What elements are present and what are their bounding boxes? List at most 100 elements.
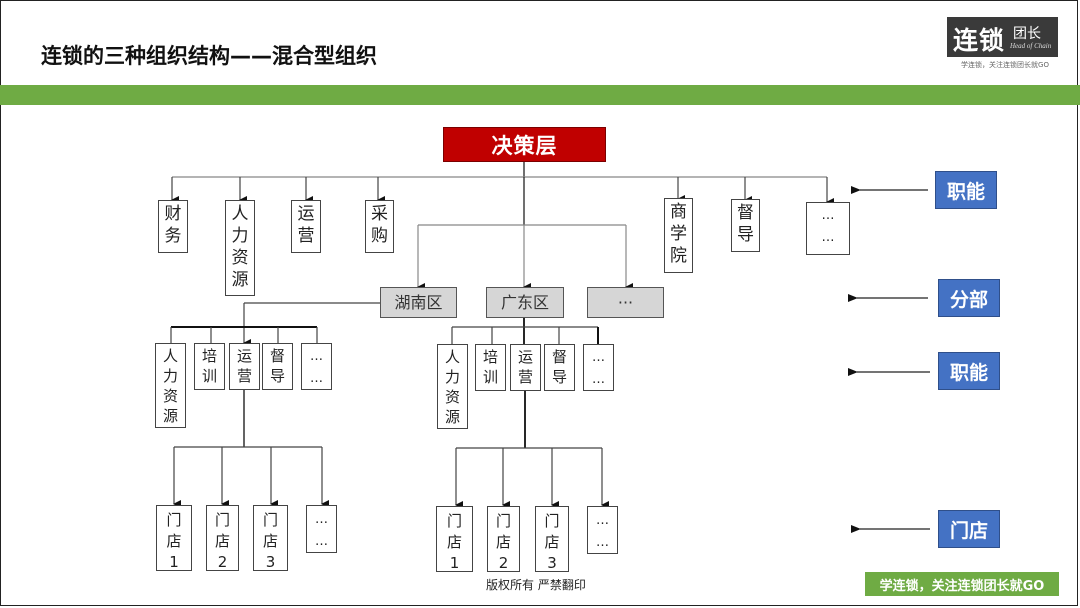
box-char: 人 — [231, 204, 249, 224]
hq-function-operations: 运 营 — [291, 200, 321, 253]
box-char: 力 — [231, 226, 249, 246]
legend-stores: 门店 — [938, 510, 1000, 548]
page-title: 连锁的三种组织结构——混合型组织 — [41, 44, 377, 68]
box-char: 力 — [162, 367, 178, 385]
decision-layer-box: 决策层 — [443, 127, 606, 162]
box-char: 人 — [444, 348, 460, 366]
box-char: 培 — [201, 347, 217, 365]
box-char: 1 — [449, 554, 460, 572]
box-char: 导 — [269, 367, 285, 385]
legend-branches: 分部 — [938, 279, 1000, 317]
box-char: … — [592, 372, 605, 387]
hunan-function-hr: 人 力 资 源 — [155, 343, 186, 428]
box-char: 培 — [482, 348, 498, 366]
box-char: … — [596, 535, 609, 550]
hq-function-more: … … — [806, 202, 850, 255]
box-char: 运 — [297, 204, 315, 224]
box-char: 采 — [371, 204, 388, 224]
box-char: 督 — [737, 203, 754, 223]
box-char: 源 — [231, 270, 249, 290]
box-char: … — [821, 208, 835, 223]
guangdong-function-supervision: 督 导 — [544, 344, 575, 391]
box-char: 督 — [269, 347, 285, 365]
box-char: … — [821, 230, 835, 245]
footer-tagline: 学连锁，关注连锁团长就GO — [865, 572, 1059, 596]
box-char: 商 — [670, 202, 687, 222]
box-char: 3 — [547, 554, 557, 572]
legend-hq-functions: 职能 — [935, 171, 997, 209]
box-char: 导 — [737, 225, 754, 245]
box-char: 2 — [498, 554, 509, 572]
box-char: 营 — [297, 226, 315, 246]
box-char: 店 — [495, 533, 511, 551]
box-char: 门 — [166, 511, 182, 529]
copyright-notice: 版权所有 严禁翻印 — [486, 578, 586, 592]
box-char: 门 — [544, 512, 560, 530]
hunan-store-more: … … — [306, 505, 337, 553]
box-char: 店 — [166, 532, 182, 550]
box-char: 训 — [482, 368, 498, 386]
guangdong-function-operations: 运 营 — [510, 344, 541, 391]
brand-logo: 连锁 团长 Head of Chain — [947, 17, 1058, 57]
box-char: 营 — [236, 367, 252, 385]
logo-sub-text: 团长 — [1013, 26, 1041, 42]
box-char: 人 — [162, 347, 178, 365]
header-divider-bar — [0, 85, 1080, 105]
box-char: 资 — [231, 248, 249, 268]
box-char: … — [315, 512, 328, 527]
box-char: 店 — [544, 533, 560, 551]
guangdong-store-2: 门 店 2 — [487, 506, 520, 572]
box-char: 务 — [164, 226, 182, 246]
hunan-function-operations: 运 营 — [229, 343, 260, 390]
box-char: 3 — [265, 553, 276, 571]
box-char: 店 — [446, 533, 462, 551]
box-char: 购 — [371, 226, 388, 246]
box-char: 学 — [670, 224, 687, 244]
hunan-store-2: 门 店 2 — [206, 505, 239, 571]
box-char: 1 — [169, 553, 179, 571]
hunan-function-supervision: 督 导 — [262, 343, 293, 390]
box-char: 门 — [262, 511, 278, 529]
box-char: 源 — [444, 408, 460, 426]
guangdong-function-more: … … — [583, 344, 614, 391]
box-char: 门 — [495, 512, 511, 530]
box-char: … — [596, 513, 609, 528]
logo-english-text: Head of Chain — [1010, 42, 1052, 50]
box-char: 资 — [444, 388, 460, 406]
box-char: 运 — [517, 348, 533, 366]
box-char: 导 — [551, 368, 567, 386]
guangdong-function-training: 培 训 — [475, 344, 506, 391]
hq-function-supervision: 督 导 — [731, 199, 760, 252]
hq-function-purchasing: 采 购 — [365, 200, 394, 253]
region-hunan: 湖南区 — [380, 287, 457, 318]
guangdong-function-hr: 人 力 资 源 — [437, 344, 468, 429]
box-char: 资 — [162, 387, 178, 405]
logo-main-text: 连锁 — [953, 26, 1006, 55]
box-char: 门 — [446, 512, 462, 530]
guangdong-store-3: 门 店 3 — [535, 506, 569, 572]
guangdong-store-1: 门 店 1 — [436, 506, 473, 572]
box-char: … — [592, 350, 605, 365]
legend-branch-functions: 职能 — [938, 352, 1000, 390]
hunan-function-more: … … — [301, 343, 332, 390]
hunan-store-1: 门 店 1 — [156, 505, 192, 571]
box-char: 力 — [444, 368, 460, 386]
box-char: 2 — [217, 553, 228, 571]
box-char: 店 — [214, 532, 230, 550]
hq-function-finance: 财 务 — [158, 200, 188, 253]
box-char: 源 — [162, 407, 178, 425]
box-char: … — [310, 349, 323, 364]
box-char: 运 — [236, 347, 252, 365]
hq-function-hr: 人 力 资 源 — [225, 200, 255, 296]
region-more: ··· — [587, 287, 664, 318]
hunan-function-training: 培 训 — [194, 343, 225, 390]
box-char: … — [310, 371, 323, 386]
hunan-store-3: 门 店 3 — [253, 505, 288, 571]
box-char: 营 — [517, 368, 533, 386]
box-char: 督 — [551, 348, 567, 366]
hq-function-academy: 商 学 院 — [664, 198, 693, 273]
box-char: … — [315, 534, 328, 549]
box-char: 财 — [164, 204, 182, 224]
